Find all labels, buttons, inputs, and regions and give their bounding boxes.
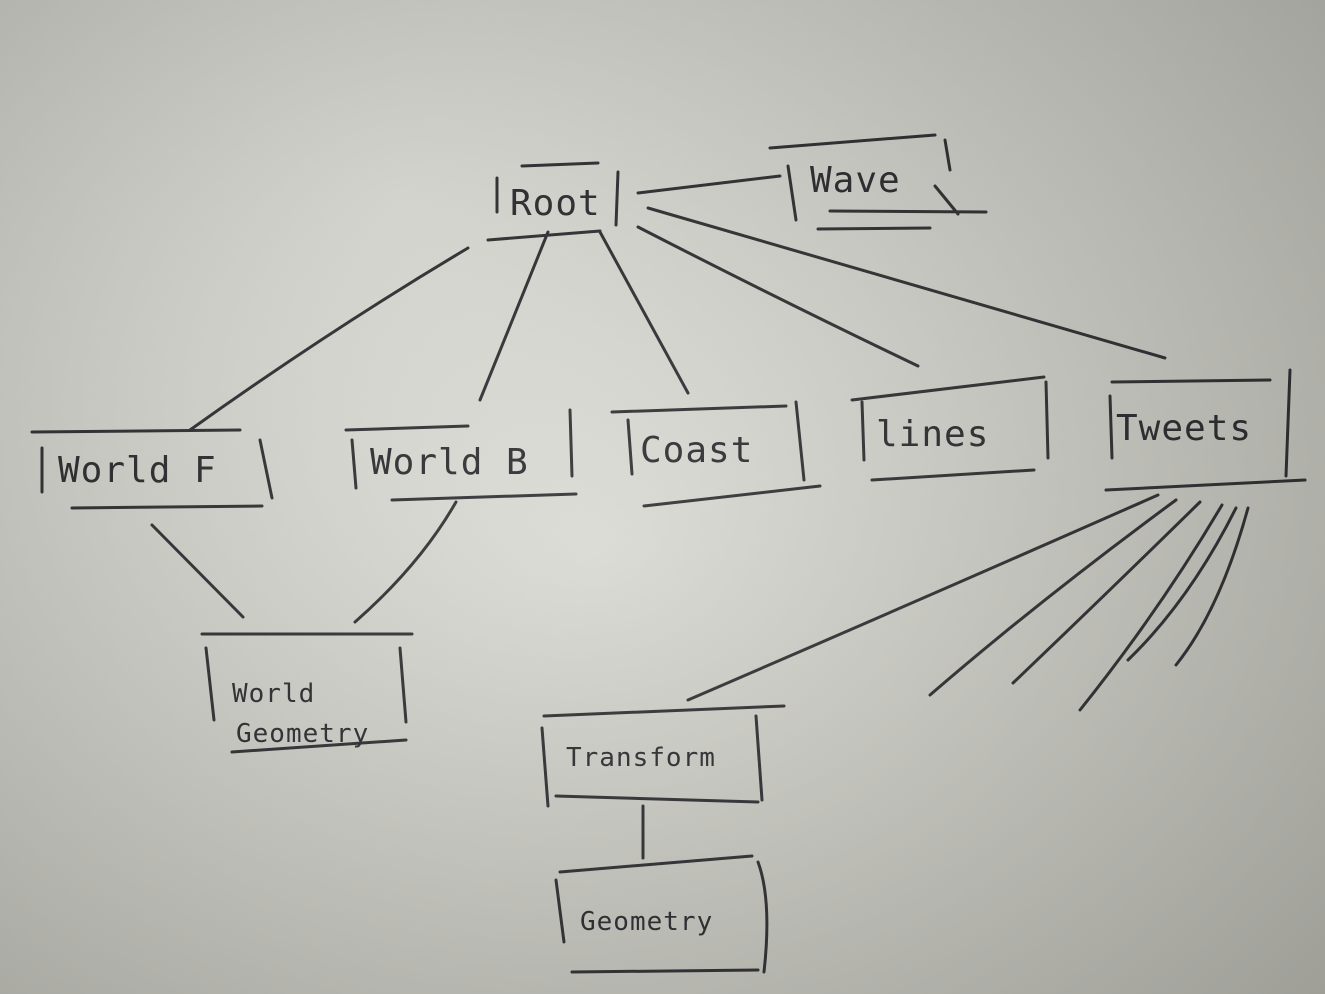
node-coast: Coast	[610, 400, 822, 508]
edge-root-tweets	[646, 206, 1167, 360]
node-transform: Transform	[540, 704, 786, 808]
node-world-f-label: World F	[58, 450, 217, 491]
edge-root-coast	[598, 230, 690, 395]
node-geometry: Geometry	[554, 854, 769, 974]
edge-root-wave	[636, 174, 782, 195]
edge-tweets-child-4	[1078, 503, 1224, 712]
edge-worldb-geometry	[353, 500, 458, 624]
edge-tweets-child-5	[1126, 506, 1238, 662]
edge-root-lines	[636, 225, 920, 368]
edge-tweets-child-3	[1011, 500, 1202, 685]
edge-tweets-child-2	[928, 498, 1178, 697]
node-world-f: World F	[30, 428, 274, 510]
node-transform-label: Transform	[566, 743, 716, 773]
edge-root-worldb	[478, 230, 550, 402]
node-world-geometry-label-line2: Geometry	[236, 719, 369, 749]
edge-root-worldf	[188, 246, 470, 432]
node-coast-label: Coast	[640, 430, 753, 471]
node-world-geometry: World Geometry	[200, 632, 414, 754]
node-wave: Wave	[768, 133, 988, 231]
node-world-b-label: World B	[370, 442, 529, 483]
edge-tweets-child-6	[1174, 506, 1250, 667]
node-wave-label: Wave	[810, 160, 901, 201]
node-lines: lines	[850, 375, 1050, 482]
node-lines-label: lines	[876, 414, 989, 455]
edge-worldf-geometry	[150, 523, 245, 619]
node-root: Root	[486, 161, 620, 242]
edges	[150, 174, 1250, 860]
node-tweets: Tweets	[1104, 368, 1307, 492]
node-tweets-label: Tweets	[1116, 408, 1252, 449]
edge-tweets-transform	[686, 493, 1160, 702]
node-world-b: World B	[344, 408, 578, 502]
node-geometry-label: Geometry	[580, 907, 713, 937]
node-world-geometry-label-line1: World	[232, 679, 315, 709]
node-root-label: Root	[510, 183, 601, 224]
